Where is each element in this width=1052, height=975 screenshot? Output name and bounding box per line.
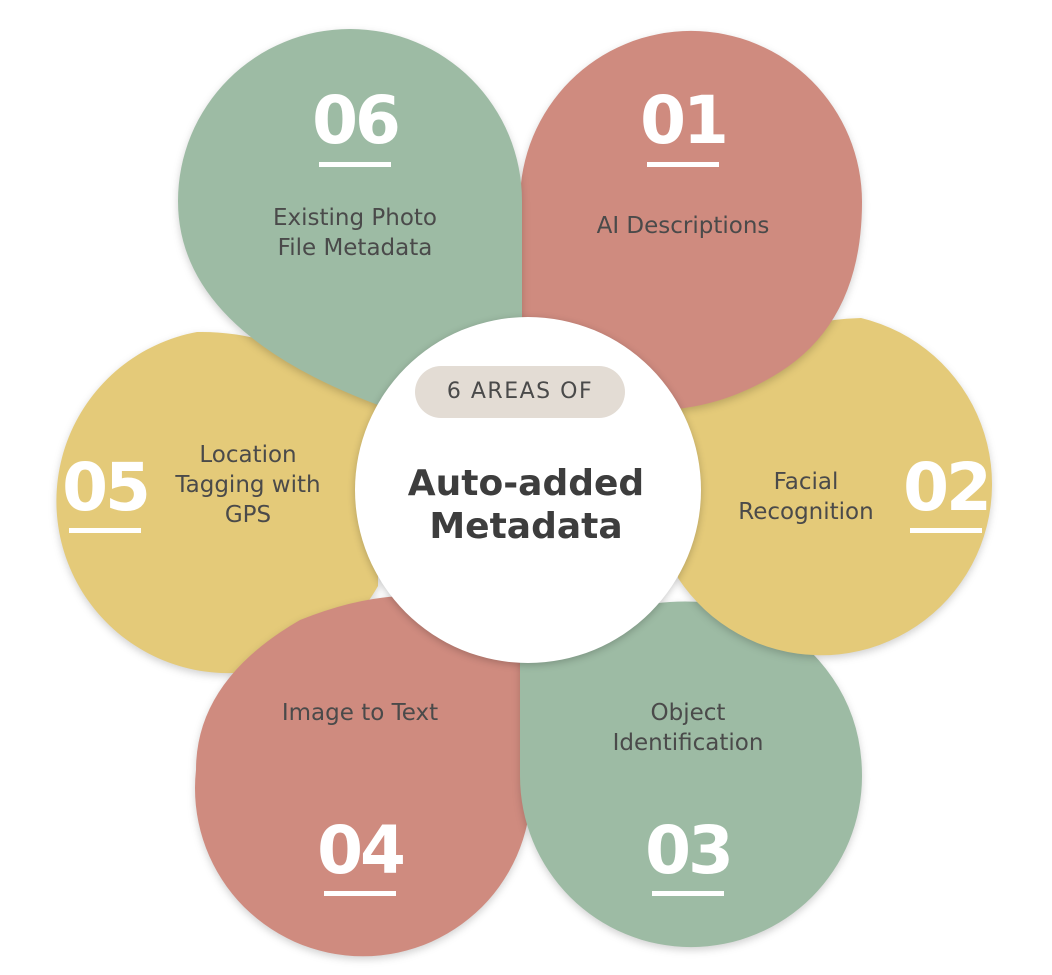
petal-02-shape <box>676 318 993 656</box>
petal-05-underline <box>69 528 141 533</box>
petal-06-label: Existing Photo File Metadata <box>272 205 438 261</box>
petal-02-label: Facial Recognition <box>738 469 874 525</box>
petal-04-number: 04 <box>317 812 406 889</box>
petal-01-label: AI Descriptions <box>596 213 770 239</box>
petal-04-label: Image to Text <box>281 700 439 726</box>
petal-06-number: 06 <box>312 82 401 159</box>
petal-01-underline <box>647 162 719 167</box>
center-pill: 6 AREAS OF <box>415 366 625 418</box>
petal-03-label: Object Identification <box>612 700 764 756</box>
petal-06-shape <box>178 29 522 405</box>
petal-06-underline <box>319 162 391 167</box>
petal-01-shape <box>520 30 863 411</box>
petal-05-shape <box>56 331 378 674</box>
petal-03-underline <box>652 891 724 896</box>
petal-01-number: 01 <box>640 82 729 159</box>
petal-05-number: 05 <box>62 449 151 526</box>
petal-03-shape <box>520 601 863 948</box>
petal-03-number: 03 <box>645 812 734 889</box>
center-title: Auto-added Metadata <box>407 463 645 547</box>
petal-02-number: 02 <box>903 449 992 526</box>
petal-02-underline <box>910 528 982 533</box>
petal-04-shape <box>195 596 531 957</box>
petal-04-underline <box>324 891 396 896</box>
petal-05-label: Location Tagging with GPS <box>175 442 321 528</box>
